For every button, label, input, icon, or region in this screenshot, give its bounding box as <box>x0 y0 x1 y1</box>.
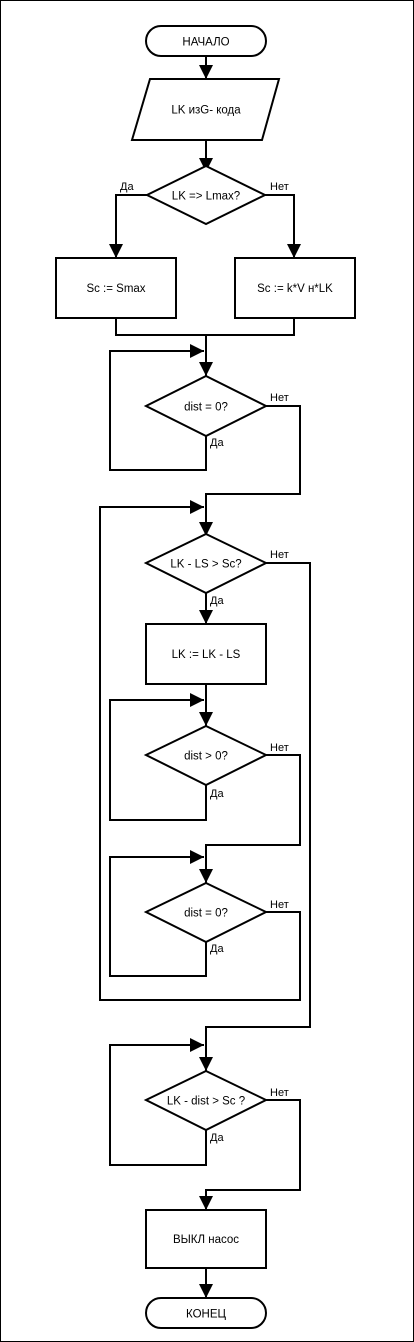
edge-label-yes: Да <box>210 437 224 449</box>
process-sc-kv-label: Sc := k*V н*LK <box>257 283 333 295</box>
connector-loop-cond6 <box>109 1038 207 1166</box>
decision-dist-zero-2-label: dist = 0? <box>184 908 228 920</box>
decision-dist-zero-1-label: dist = 0? <box>184 402 228 414</box>
decision-lk-ls-sc-label: LK - LS > Sc? <box>170 559 241 571</box>
decision-dist-positive-label: dist > 0? <box>184 751 228 763</box>
connector-loop-cond2 <box>109 344 207 471</box>
edge-label-no: Нет <box>270 181 289 193</box>
connector-cond2-no <box>199 405 301 536</box>
process-lk-minus-ls-label: LK := LK - LS <box>172 649 241 661</box>
end-label: КОНЕЦ <box>186 1309 226 1321</box>
process-pump-off: ВЫКЛ насос <box>145 1209 267 1269</box>
decision-lk-ls-sc: LK - LS > Sc? <box>143 532 269 595</box>
process-sc-kv: Sc := k*V н*LK <box>234 257 356 319</box>
input-label: LK изG- кода <box>171 105 241 117</box>
process-sc-smax: Sc := Smax <box>55 257 177 319</box>
edge-label-no: Нет <box>270 742 289 754</box>
end-terminal: КОНЕЦ <box>145 1297 267 1329</box>
input-parallelogram: LK изG- кода <box>130 78 281 141</box>
connector-cond6-no <box>199 1099 301 1210</box>
connector-cond3-no <box>199 562 311 1071</box>
decision-lk-dist-sc: LK - dist > Sc ? <box>143 1069 269 1132</box>
start-label: НАЧАЛО <box>182 37 229 49</box>
process-pump-off-label: ВЫКЛ насос <box>173 1234 239 1246</box>
edge-labels: Да Нет Нет Да Нет Да Нет Да Нет Да Нет Д… <box>120 181 289 1144</box>
connector-loop-cond5 <box>109 850 207 977</box>
edge-label-no: Нет <box>270 549 289 561</box>
connector-cond1-yes <box>109 194 147 258</box>
connectors <box>99 56 311 1298</box>
connector-loop-cond4 <box>109 693 207 821</box>
edge-label-no: Нет <box>270 899 289 911</box>
edge-label-yes: Да <box>120 181 134 193</box>
decision-dist-zero-1: dist = 0? <box>143 374 269 438</box>
edge-label-yes: Да <box>210 595 224 607</box>
decision-lk-lmax: LK => Lmax? <box>144 164 268 226</box>
edge-label-no: Нет <box>270 392 289 404</box>
decision-dist-positive: dist > 0? <box>143 724 269 787</box>
decision-lk-dist-sc-label: LK - dist > Sc ? <box>167 1096 245 1108</box>
connector-cond5-no <box>99 500 301 1001</box>
edge-label-yes: Да <box>210 788 224 800</box>
connector-cond1-no <box>265 194 301 258</box>
start-terminal: НАЧАЛО <box>145 25 267 57</box>
decision-dist-zero-2: dist = 0? <box>143 881 269 944</box>
edge-label-yes: Да <box>210 1132 224 1144</box>
decision-lk-lmax-label: LK => Lmax? <box>172 191 240 203</box>
edge-label-no: Нет <box>270 1087 289 1099</box>
process-lk-minus-ls: LK := LK - LS <box>145 623 267 685</box>
edge-label-yes: Да <box>210 943 224 955</box>
process-sc-smax-label: Sc := Smax <box>86 283 145 295</box>
connector-cond4-no <box>199 754 301 883</box>
connector-merge-assign <box>115 318 295 336</box>
